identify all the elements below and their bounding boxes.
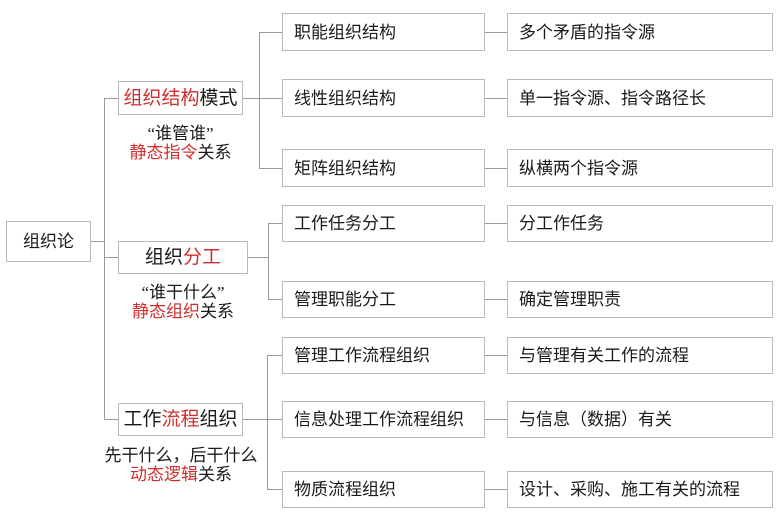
mid-node-2-2[interactable]: 管理职能分工 bbox=[282, 281, 485, 318]
branch-2-caption-line-2: 静态组织关系 bbox=[113, 302, 253, 321]
detail-node-1-1-label: 多个矛盾的指令源 bbox=[519, 22, 655, 42]
branch-2-title: 组织分工 bbox=[145, 248, 221, 267]
branch-1-title-part-1: 组织结构 bbox=[123, 87, 200, 109]
connector-detail-3-1 bbox=[485, 355, 507, 356]
connector-detail-2-1 bbox=[485, 223, 507, 224]
connector-detail-1-3 bbox=[485, 168, 507, 169]
connector-group-3-child-2 bbox=[267, 419, 283, 420]
connector-detail-3-3 bbox=[485, 489, 507, 490]
connector-detail-3-2 bbox=[485, 419, 507, 420]
connector-branch-2-out bbox=[248, 257, 269, 258]
branch-3-caption-part-1: 动态逻辑 bbox=[130, 465, 198, 485]
connector-group-3-child-1 bbox=[267, 355, 283, 356]
detail-node-2-1[interactable]: 分工作任务 bbox=[507, 205, 773, 242]
connector-group-2-child-1 bbox=[268, 223, 283, 224]
detail-node-2-2-label: 确定管理职责 bbox=[519, 290, 621, 309]
detail-node-1-2[interactable]: 单一指令源、指令路径长 bbox=[507, 79, 773, 117]
detail-node-3-2[interactable]: 与信息（数据）有关 bbox=[507, 401, 773, 438]
branch-node-3[interactable]: 工作流程组织 bbox=[118, 403, 243, 436]
connector-branch-1-out bbox=[243, 98, 260, 99]
detail-node-1-3[interactable]: 纵横两个指令源 bbox=[507, 149, 773, 187]
root-node[interactable]: 组织论 bbox=[6, 221, 91, 262]
mid-node-1-2-label: 线性组织结构 bbox=[294, 88, 396, 108]
mid-node-3-1[interactable]: 管理工作流程组织 bbox=[282, 337, 485, 374]
branch-node-1[interactable]: 组织结构模式 bbox=[118, 81, 243, 115]
branch-2-title-part-1: 组织 bbox=[144, 247, 183, 268]
detail-node-3-1-label: 与管理有关工作的流程 bbox=[519, 346, 689, 365]
mid-node-3-1-label: 管理工作流程组织 bbox=[294, 346, 430, 365]
connector-group-3-child-3 bbox=[267, 489, 283, 490]
detail-node-3-2-label: 与信息（数据）有关 bbox=[519, 410, 672, 429]
connector-group-2-child-2 bbox=[268, 299, 283, 300]
branch-1-caption-part-1: 静态指令 bbox=[129, 143, 198, 163]
mid-node-3-2-label: 信息处理工作流程组织 bbox=[294, 410, 464, 429]
branch-1-caption-line-2: 静态指令关系 bbox=[118, 143, 243, 162]
mid-node-1-3[interactable]: 矩阵组织结构 bbox=[282, 149, 485, 187]
connector-trunk-branch-3 bbox=[104, 419, 119, 420]
branch-2-caption: “谁干什么” 静态组织关系 bbox=[113, 283, 253, 321]
connector-detail-1-2 bbox=[485, 98, 507, 99]
mid-node-3-2[interactable]: 信息处理工作流程组织 bbox=[282, 401, 485, 438]
connector-detail-1-1 bbox=[485, 32, 507, 33]
detail-node-1-2-label: 单一指令源、指令路径长 bbox=[519, 88, 706, 108]
branch-node-2[interactable]: 组织分工 bbox=[118, 241, 248, 274]
branch-2-caption-line-1: “谁干什么” bbox=[141, 283, 225, 302]
branch-1-title: 组织结构模式 bbox=[123, 89, 237, 108]
connector-branch-3-out bbox=[243, 419, 268, 420]
mid-node-2-1[interactable]: 工作任务分工 bbox=[282, 205, 485, 242]
detail-node-3-3[interactable]: 设计、采购、施工有关的流程 bbox=[507, 471, 773, 508]
branch-3-title-part-2: 流程 bbox=[161, 409, 200, 430]
connector-detail-2-2 bbox=[485, 299, 507, 300]
connector-trunk-branch-1 bbox=[104, 98, 119, 99]
branch-1-caption: “谁管谁” 静态指令关系 bbox=[118, 124, 243, 162]
branch-2-caption-part-1: 静态组织 bbox=[132, 302, 200, 322]
mid-node-3-3[interactable]: 物质流程组织 bbox=[282, 471, 485, 508]
root-label: 组织论 bbox=[23, 232, 74, 251]
connector-root-out bbox=[91, 241, 105, 242]
mid-node-2-1-label: 工作任务分工 bbox=[294, 214, 396, 233]
detail-node-3-3-label: 设计、采购、施工有关的流程 bbox=[519, 480, 740, 499]
branch-1-caption-part-2: 关系 bbox=[197, 143, 232, 163]
connector-group-1-child-3 bbox=[259, 168, 283, 169]
connector-group-2-trunk bbox=[268, 223, 269, 300]
branch-3-caption-line-2: 动态逻辑关系 bbox=[96, 465, 266, 484]
branch-3-caption-part-2: 关系 bbox=[198, 465, 232, 485]
detail-node-1-3-label: 纵横两个指令源 bbox=[519, 158, 638, 178]
branch-2-caption-part-2: 关系 bbox=[200, 302, 234, 322]
branch-3-caption: 先干什么，后干什么 动态逻辑关系 bbox=[96, 446, 266, 484]
connector-trunk-branch-2 bbox=[104, 257, 119, 258]
mid-node-1-2[interactable]: 线性组织结构 bbox=[282, 79, 485, 117]
branch-2-title-part-2: 分工 bbox=[183, 247, 222, 268]
mid-node-1-1-label: 职能组织结构 bbox=[294, 22, 396, 42]
branch-1-title-part-2: 模式 bbox=[199, 87, 238, 109]
mid-node-2-2-label: 管理职能分工 bbox=[294, 290, 396, 309]
connector-group-1-trunk bbox=[259, 32, 260, 169]
branch-3-caption-line-1: 先干什么，后干什么 bbox=[104, 446, 258, 465]
connector-main-trunk bbox=[104, 98, 105, 419]
branch-3-title: 工作流程组织 bbox=[123, 410, 237, 429]
detail-node-3-1[interactable]: 与管理有关工作的流程 bbox=[507, 337, 773, 374]
connector-group-1-child-1 bbox=[259, 32, 283, 33]
branch-3-title-part-3: 组织 bbox=[199, 409, 238, 430]
branch-3-title-part-1: 工作 bbox=[123, 409, 162, 430]
branch-1-caption-line-1: “谁管谁” bbox=[147, 124, 214, 143]
detail-node-2-2[interactable]: 确定管理职责 bbox=[507, 281, 773, 318]
detail-node-2-1-label: 分工作任务 bbox=[519, 214, 604, 233]
mid-node-1-3-label: 矩阵组织结构 bbox=[294, 158, 396, 178]
mid-node-1-1[interactable]: 职能组织结构 bbox=[282, 13, 485, 51]
connector-group-3-trunk bbox=[267, 355, 268, 489]
connector-group-1-child-2 bbox=[259, 98, 283, 99]
detail-node-1-1[interactable]: 多个矛盾的指令源 bbox=[507, 13, 773, 51]
mid-node-3-3-label: 物质流程组织 bbox=[294, 480, 396, 499]
